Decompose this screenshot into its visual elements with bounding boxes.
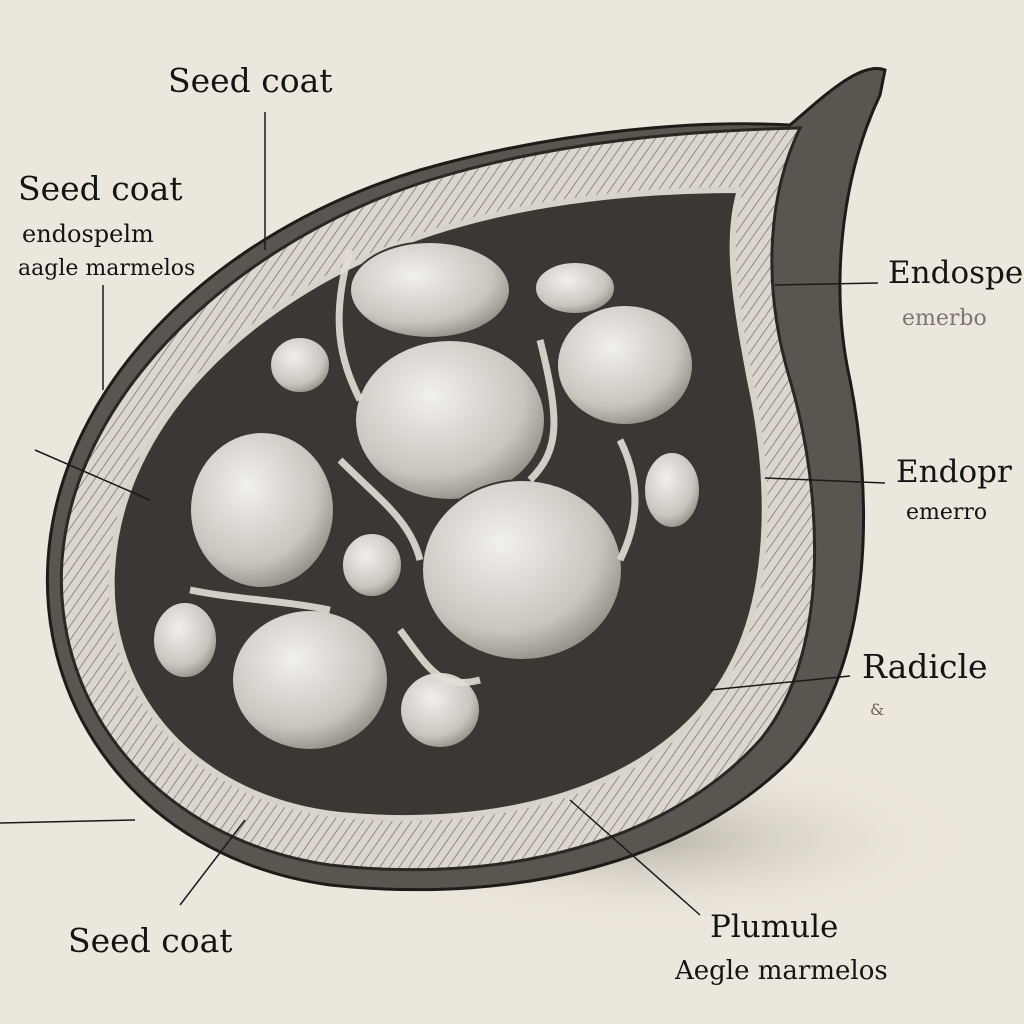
label-left-endosperm: endospelm	[22, 220, 154, 248]
label-bottom-seed-coat: Seed coat	[68, 921, 233, 960]
label-right-embryo-1: emerbo	[902, 306, 987, 331]
label-radicle: Radicle	[862, 647, 988, 686]
leader-lines	[0, 112, 886, 916]
label-bottom-species: Aegle marmelos	[675, 956, 888, 986]
label-top-seed-coat: Seed coat	[168, 61, 333, 100]
label-plumule: Plumule	[710, 909, 839, 945]
label-left-seed-coat: Seed coat	[18, 169, 183, 208]
label-left-species: aagle marmelos	[18, 256, 196, 281]
label-right-embryo-2: emerro	[906, 500, 988, 525]
label-radicle-sub: &	[870, 700, 885, 719]
label-right-endosperm-1: Endospe	[888, 255, 1024, 291]
label-right-endosperm-2: Endopr	[896, 454, 1012, 490]
